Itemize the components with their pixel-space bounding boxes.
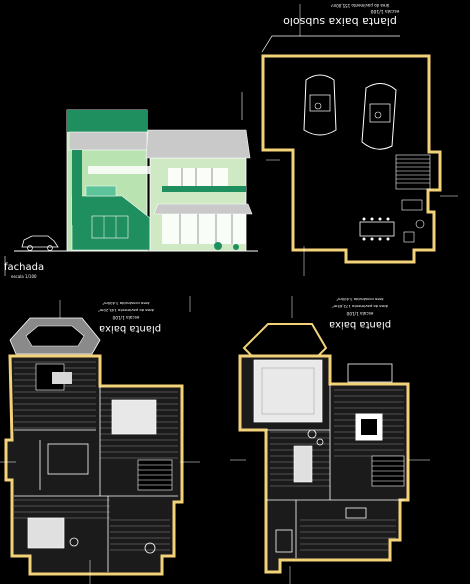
upper-floor-plan: planta baixa escala 1/100 área do pavime… [230, 296, 430, 584]
facade-car [21, 235, 59, 251]
upper-bay-window [242, 323, 328, 357]
basement-walls [261, 54, 442, 264]
ground-title: planta baixa [99, 323, 161, 334]
basement-area: área do pavimento 155,00m² [330, 3, 389, 8]
facade-scale: escala 1/100 [11, 274, 37, 279]
basement-table [359, 217, 395, 241]
ground-stairs [137, 459, 173, 491]
basement-plan: planta baixa subsolo escala 1/100 área d… [261, 3, 458, 276]
ground-area: área do pavimento 145,20m² [98, 308, 154, 313]
upper-area: área do pavimento 172,65m² [332, 304, 388, 309]
facade-roof-left [68, 131, 148, 151]
upper-scale: escala 1/100 [346, 311, 373, 316]
upper-extra: área construída 3.400m² [336, 297, 383, 302]
upper-dining-table [355, 413, 383, 441]
basement-title: planta baixa subsolo [283, 15, 397, 28]
ground-floor-plan: planta baixa escala 1/100 área do pavime… [0, 296, 200, 584]
car-top-right [361, 83, 397, 150]
basement-stairs [395, 154, 431, 190]
basement-scale: escala 1/100 [370, 8, 399, 14]
upper-long-table [293, 445, 313, 483]
facade-elevation: fachada escala 1/100 [4, 92, 258, 279]
upper-stairs [371, 455, 405, 487]
ground-scale: escala 1/100 [112, 315, 139, 320]
ground-extra: área construída 3.400m² [102, 301, 149, 306]
car-top-left [303, 74, 337, 136]
facade-title: fachada [4, 262, 44, 273]
ground-bed [111, 399, 157, 435]
upper-title: planta baixa [329, 319, 391, 330]
